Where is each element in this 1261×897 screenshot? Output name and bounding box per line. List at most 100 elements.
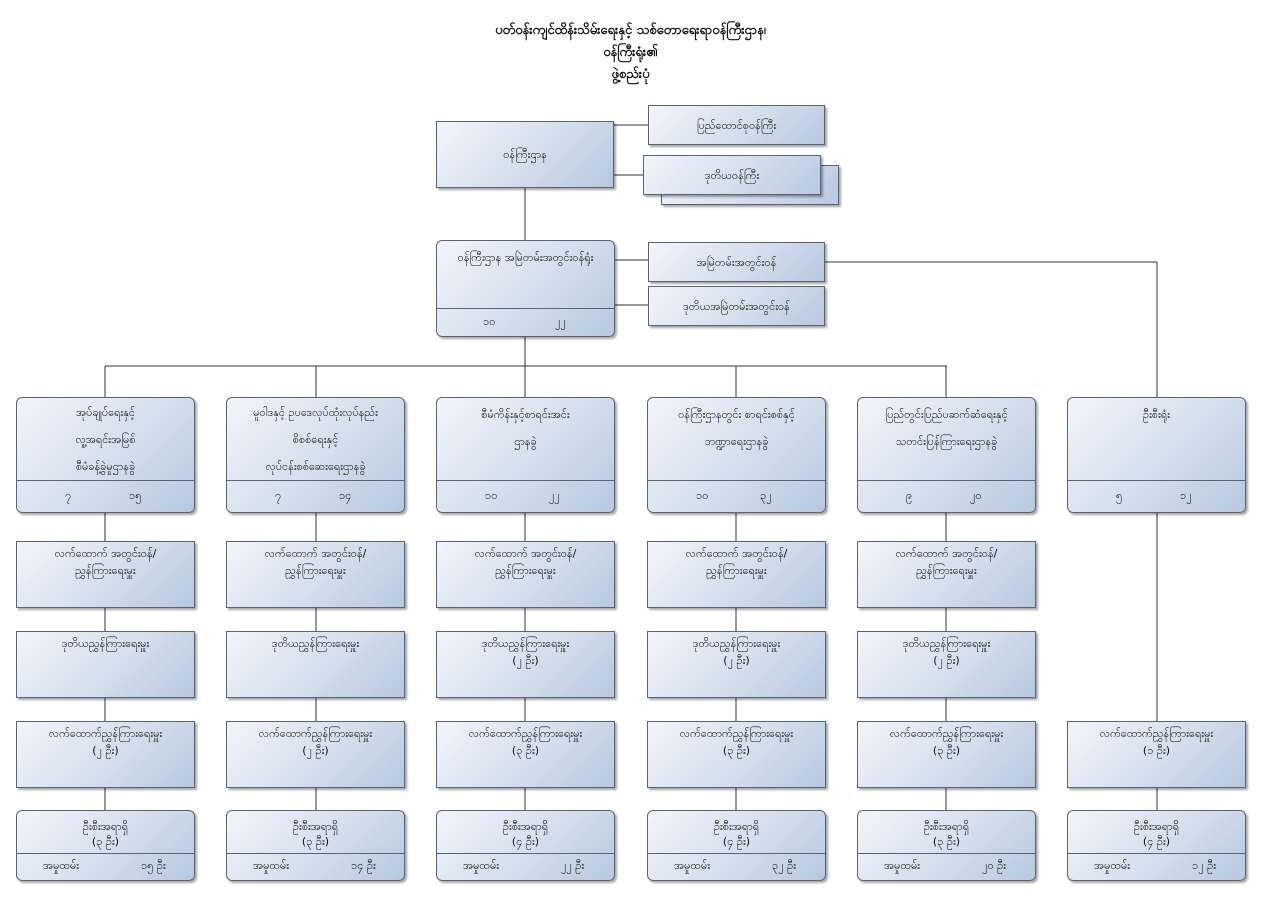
- dept-2-l2-line-1: လက်ထောက် အတွင်းဝန်/: [264, 547, 367, 560]
- dept-2-l3-line-1: ဒုတိယညွှန်ကြားရေးမှူး: [271, 637, 360, 650]
- dept-5-count-right: ၂၀: [970, 488, 982, 502]
- dept-5-count-left: ၉: [906, 488, 913, 502]
- dept-2-officer-line-1: ဦးစီးအရာရှိ: [292, 820, 339, 833]
- dept-1-l4-box: လက်ထောက်ညွှန်ကြားရေးမှူး (၂ ဦး): [16, 721, 195, 788]
- dept-1-l4-line-1: လက်ထောက်ညွှန်ကြားရေးမှူး: [48, 727, 163, 740]
- chart-title-line-1: ပတ်ဝန်းကျင်ထိန်းသိမ်းရေးနှင့် သစ်တောရေးရ…: [495, 23, 766, 38]
- dept-2-l2-line-2: ညွှန်ကြားရေးမှူး: [285, 564, 346, 577]
- dept-1-head-box: အုပ်ချုပ်ရေးနှင့်လူ့အရင်းအမြစ်စီမံခန့်ခွ…: [16, 397, 195, 513]
- deputy-perm-sec-label: ဒုတိယအမြဲတမ်းအတွင်းဝန်: [683, 300, 790, 313]
- dept-6-count-right: ၁၂: [1180, 488, 1192, 502]
- dept-5-staff-band: အမှုထမ်း၂၀ ဦး: [858, 853, 1035, 880]
- chart-title-line-2: ဝန်ကြီးရုံး၏: [603, 45, 658, 60]
- dept-1-officer-line-2: (၃ ဦး): [91, 835, 120, 848]
- dept-3-head-line-2: ဌာနခွဲ: [514, 435, 537, 448]
- dept-3-officer-line-2: (၄ ဦး): [511, 835, 540, 848]
- dept-3-officer-box: ဦးစီးအရာရှိ(၄ ဦး)အမှုထမ်း၂၂ ဦး: [436, 810, 615, 881]
- dept-5-l4-line-2: (၃ ဦး): [932, 744, 961, 757]
- dept-4-l2-line-1: လက်ထောက် အတွင်းဝန်/: [685, 547, 788, 560]
- dept-6-officer-line-1: ဦးစီးအရာရှိ: [1133, 820, 1180, 833]
- chart-title-line-3: ဖွဲ့စည်းပုံ: [611, 67, 650, 82]
- dept-3-staff-band: အမှုထမ်း၂၂ ဦး: [437, 853, 614, 880]
- dept-1-l4-line-2: (၂ ဦး): [92, 744, 119, 757]
- dept-5-staff-label: အမှုထမ်း: [884, 859, 921, 872]
- dept-1-count-right: ၁၅: [129, 488, 142, 502]
- dept-5-head-line-2: သတင်းပြန်ကြားရေးဌာနခွဲ: [895, 435, 998, 448]
- dept-1-head-line-3: စီမံခန့်ခွဲမှုဌာနခွဲ: [75, 460, 136, 473]
- dept-2-l4-line-2: (၂ ဦး): [302, 744, 329, 757]
- dept-1-staff-count: ၁၅ ဦး: [141, 859, 166, 872]
- office-count-left: ၁၀: [483, 314, 496, 328]
- dept-1-l2-line-1: လက်ထောက် အတွင်းဝန်/: [54, 547, 157, 560]
- dept-5-l2-box: လက်ထောက် အတွင်းဝန်/ညွှန်ကြားရေးမှူး: [857, 541, 1036, 608]
- dept-2-l4-box: လက်ထောက်ညွှန်ကြားရေးမှူး(၂ ဦး): [226, 721, 405, 788]
- dept-2-head-line-2: စိစစ်ရေးနှင့်: [292, 433, 339, 446]
- dept-2-officer-line-2: (၃ ဦး): [301, 835, 330, 848]
- dept-3-l3-line-1: ဒုတိယညွှန်ကြားရေးမှူး: [481, 637, 570, 650]
- dept-5-head-line-1: ပြည်တွင်းပြည်ပဆက်ဆံရေးနှင့်: [885, 408, 1008, 421]
- dept-5-count-band: ၉ ၂၀: [858, 480, 1035, 512]
- deputy-minister-label: ဒုတိယဝန်ကြီး: [704, 169, 760, 182]
- dept-2-l2-box: လက်ထောက် အတွင်းဝန်/ ညွှန်ကြားရေးမှူး: [226, 541, 405, 608]
- dept-5-l2-line-2: ညွှန်ကြားရေးမှူး: [916, 564, 977, 577]
- dept-6-staff-band: အမှုထမ်း၁၂ ဦး: [1068, 853, 1245, 880]
- dept-4-count-right: ၃၂: [760, 488, 772, 502]
- dept-1-officer-box: ဦးစီးအရာရှိ(၃ ဦး)အမှုထမ်း၁၅ ဦး: [16, 810, 195, 881]
- dept-6-officer-line-2: (၄ ဦး): [1142, 835, 1171, 848]
- dept-2-count-left: ၇: [275, 488, 282, 502]
- dept-1-l2-box: လက်ထောက် အတွင်းဝန်/ ညွှန်ကြားရေးမှူး: [16, 541, 195, 608]
- dept-6-l4-line-1: လက်ထောက်ညွှန်ကြားရေးမှူး: [1099, 727, 1214, 740]
- dept-3-l2-box: လက်ထောက် အတွင်းဝန်/ ညွှန်ကြားရေးမှူး: [436, 541, 615, 608]
- union-minister-box: ပြည်ထောင်စုဝန်ကြီး: [648, 105, 825, 145]
- dept-2-staff-label: အမှုထမ်း: [253, 859, 290, 872]
- dept-3-count-band: ၁၀ ၂၂: [437, 480, 614, 512]
- dept-3-head-line-1: စီမံကိန်းနှင့်စာရင်းအင်း: [481, 408, 570, 421]
- dept-5-l3-line-1: ဒုတိယညွှန်ကြားရေးမှူး: [902, 637, 991, 650]
- dept-1-head-line-1: အုပ်ချုပ်ရေးနှင့်: [75, 406, 136, 419]
- dept-4-staff-label: အမှုထမ်း: [674, 859, 711, 872]
- dept-5-l3-box: ဒုတိယညွှန်ကြားရေးမှူး (၂ ဦး): [857, 631, 1036, 698]
- dept-3-l2-line-1: လက်ထောက် အတွင်းဝန်/: [474, 547, 577, 560]
- dept-2-head-line-1: မူဝါဒနှင့် ဥပဒေလုပ်ထုံးလုပ်နည်း: [253, 406, 378, 419]
- dept-4-l4-line-1: လက်ထောက်ညွှန်ကြားရေးမှူး: [679, 727, 794, 740]
- dept-2-head-line-3: လုပ်ငန်းစစ်ဆေးရေးဌာနခွဲ: [265, 460, 366, 473]
- dept-5-l4-line-1: လက်ထောက်ညွှန်ကြားရေးမှူး: [889, 727, 1004, 740]
- dept-4-count-band: ၁၀၃၂: [648, 480, 825, 512]
- dept-2-count-right: ၁၄: [339, 488, 352, 502]
- dept-6-head-box: ဦးစီးရုံး၅၁၂: [1067, 397, 1246, 513]
- dept-3-l4-line-1: လက်ထောက်ညွှန်ကြားရေးမှူး: [468, 727, 583, 740]
- dept-1-staff-band: အမှုထမ်း၁၅ ဦး: [17, 853, 194, 880]
- deputy-minister-box: ဒုတိယဝန်ကြီး: [643, 155, 821, 195]
- dept-4-l3-line-1: ဒုတိယညွှန်ကြားရေးမှူး: [692, 637, 781, 650]
- dept-3-staff-label: အမှုထမ်း: [463, 859, 500, 872]
- dept-5-l3-line-2: (၂ ဦး): [933, 654, 960, 667]
- dept-6-staff-count: ၁၂ ဦး: [1192, 859, 1216, 872]
- dept-5-officer-line-1: ဦးစီးအရာရှိ: [923, 820, 970, 833]
- dept-3-count-right: ၂၂: [549, 488, 560, 502]
- office-count-band: ၁၀ ၂၂: [437, 308, 614, 336]
- deputy-perm-sec-box: ဒုတိယအမြဲတမ်းအတွင်းဝန်: [648, 286, 825, 326]
- dept-4-officer-line-2: (၄ ဦး): [722, 835, 751, 848]
- dept-4-officer-box: ဦးစီးအရာရှိ(၄ ဦး)အမှုထမ်း၃၂ ဦး: [647, 810, 826, 881]
- dept-4-l4-line-2: (၃ ဦး): [722, 744, 751, 757]
- office-box: ဝန်ကြီးဌာန အမြဲတမ်းအတွင်းဝန်ရုံး ၁၀ ၂၂: [436, 240, 615, 337]
- dept-5-head-box: ပြည်တွင်းပြည်ပဆက်ဆံရေးနှင့်သတင်းပြန်ကြား…: [857, 397, 1036, 513]
- dept-4-l3-line-2: (၂ ဦး): [723, 654, 750, 667]
- dept-4-staff-band: အမှုထမ်း၃၂ ဦး: [648, 853, 825, 880]
- dept-4-l2-line-2: ညွှန်ကြားရေးမှူး: [706, 564, 767, 577]
- dept-3-l2-line-2: ညွှန်ကြားရေးမှူး: [495, 564, 556, 577]
- dept-2-head-box: မူဝါဒနှင့် ဥပဒေလုပ်ထုံးလုပ်နည်းစိစစ်ရေးန…: [226, 397, 405, 513]
- dept-6-count-left: ၅: [1116, 488, 1123, 502]
- dept-6-l4-box: လက်ထောက်ညွှန်ကြားရေးမှူး (၁ ဦး): [1067, 721, 1246, 788]
- dept-2-count-band: ၇ ၁၄: [227, 480, 404, 512]
- office-label: ဝန်ကြီးဌာန အမြဲတမ်းအတွင်းဝန်ရုံး: [457, 251, 594, 264]
- dept-4-l4-box: လက်ထောက်ညွှန်ကြားရေးမှူး (၃ ဦး): [647, 721, 826, 788]
- dept-2-officer-box: ဦးစီးအရာရှိ(၃ ဦး)အမှုထမ်း၁၄ ဦး: [226, 810, 405, 881]
- dept-3-count-left: ၁၀: [485, 488, 498, 502]
- dept-3-l3-box: ဒုတိယညွှန်ကြားရေးမှူး (၂ ဦး): [436, 631, 615, 698]
- dept-3-l3-line-2: (၂ ဦး): [512, 654, 539, 667]
- dept-1-l2-line-2: ညွှန်ကြားရေးမှူး: [75, 564, 136, 577]
- dept-1-count-band: ၇၁၅: [17, 480, 194, 512]
- dept-6-l4-line-2: (၁ ဦး): [1142, 744, 1171, 757]
